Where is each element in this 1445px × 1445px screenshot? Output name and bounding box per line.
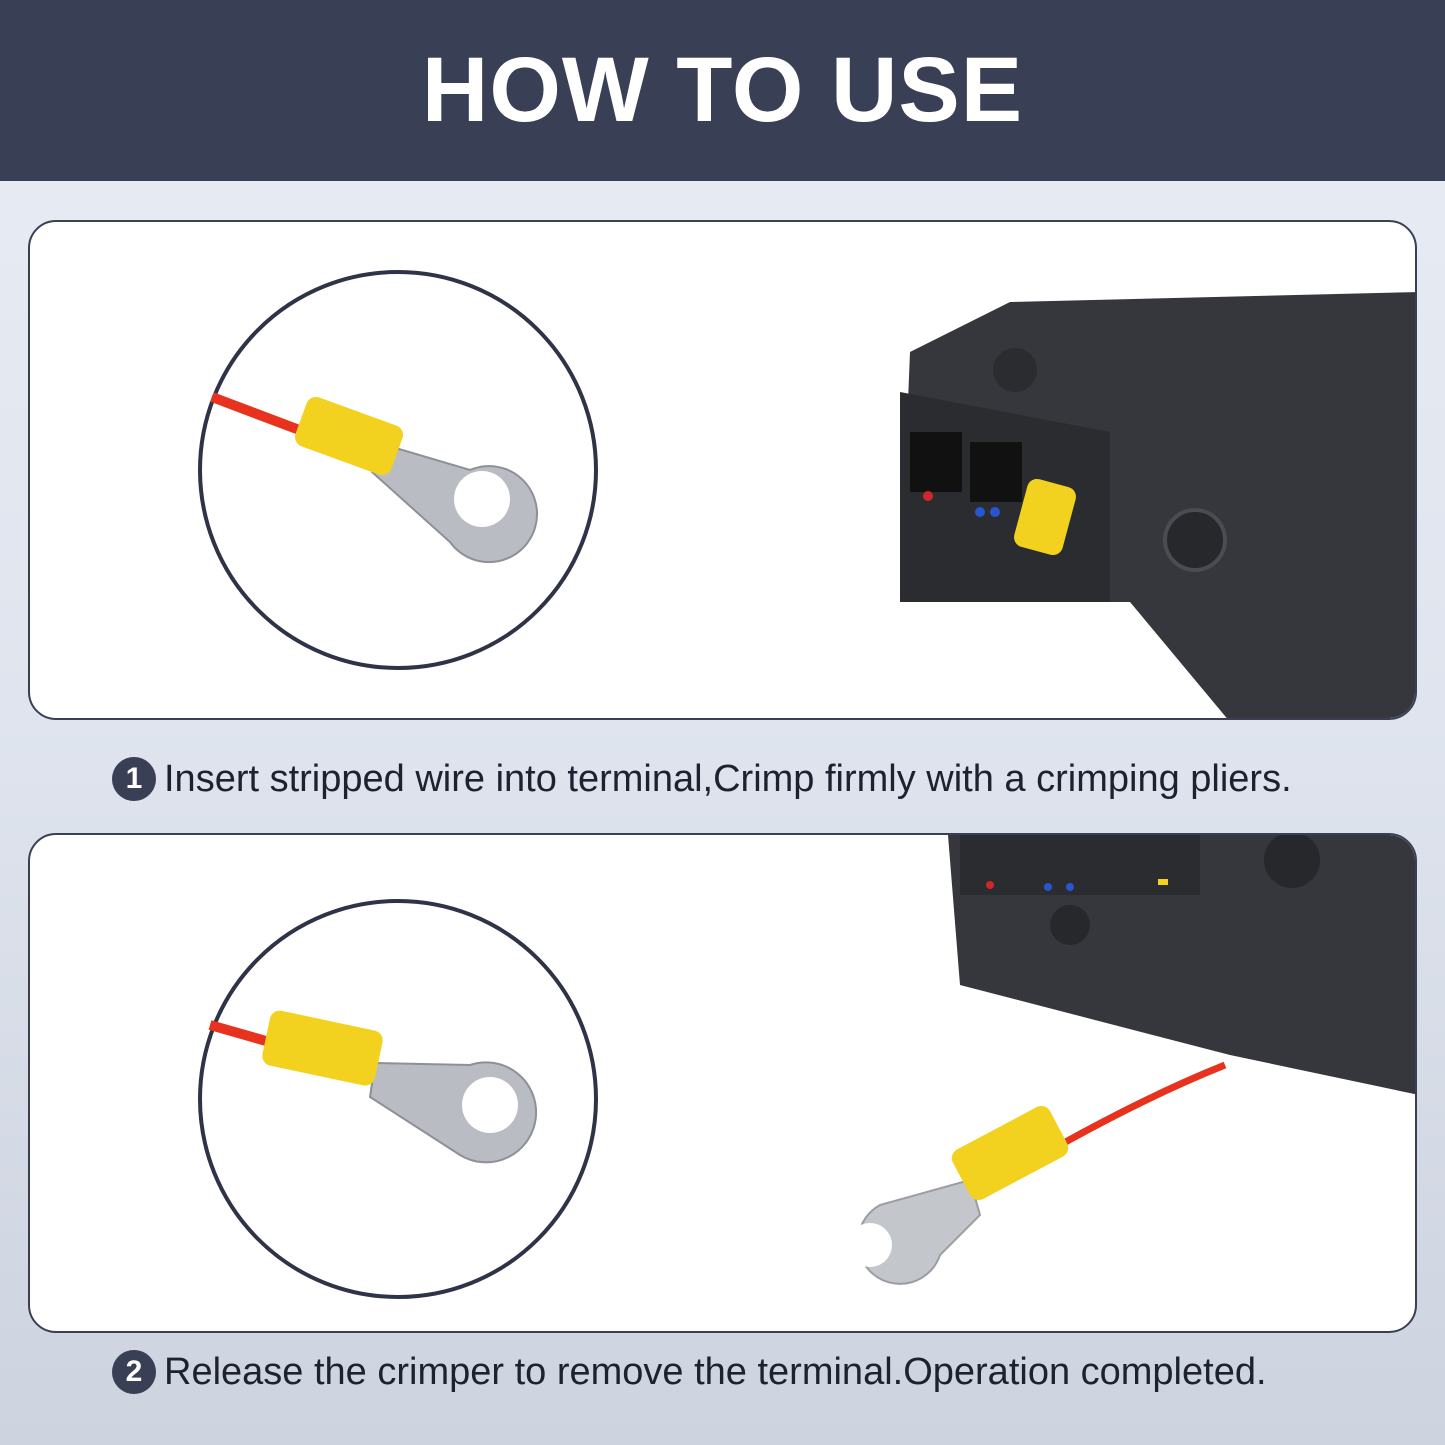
page-title: HOW TO USE [421,39,1024,141]
crimping-pliers [848,835,1415,1285]
step-number-badge: 2 [112,1350,156,1394]
step-1-illustration [198,270,1415,718]
header-banner: HOW TO USE [0,0,1445,181]
step-1-panel [28,220,1417,720]
step-text: Insert stripped wire into terminal,Crimp… [164,757,1292,800]
step-text: Release the crimper to remove the termin… [164,1350,1267,1393]
step-2-panel [28,833,1417,1333]
ring-terminal-closeup [198,899,598,1299]
step-number-badge: 1 [112,757,156,801]
step-2-caption: 2 Release the crimper to remove the term… [112,1350,1267,1394]
crimping-pliers [900,292,1415,718]
step-2-illustration [198,835,1415,1299]
ring-terminal-closeup [198,270,598,670]
step-1-caption: 1 Insert stripped wire into terminal,Cri… [112,757,1292,801]
